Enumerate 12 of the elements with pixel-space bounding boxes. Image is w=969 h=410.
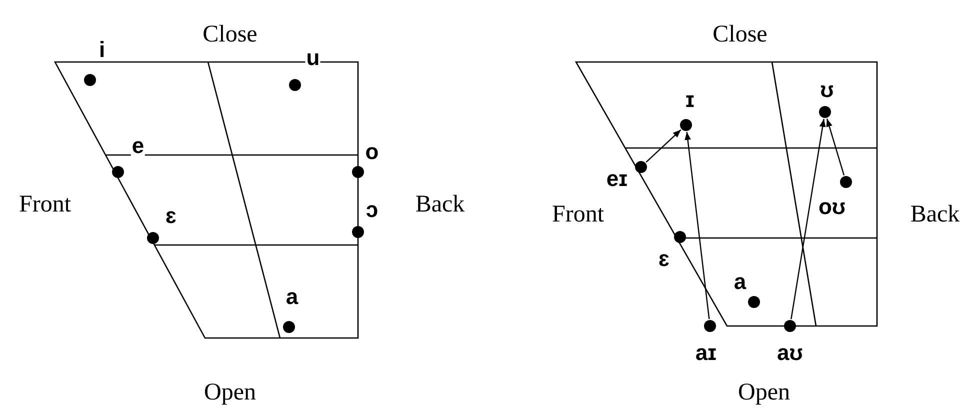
arrow <box>790 118 826 320</box>
axis-label: Back <box>415 192 465 218</box>
axis-label: Open <box>204 380 256 406</box>
axis-label: Close <box>202 22 258 48</box>
axis-label: Open <box>738 380 790 406</box>
axis-label: Front <box>552 202 604 228</box>
axis-label: Close <box>712 22 768 48</box>
axis-label: Front <box>19 192 71 218</box>
axis-label: Back <box>910 202 960 228</box>
arrow <box>826 118 845 176</box>
arrow <box>646 129 682 163</box>
arrow <box>684 132 710 320</box>
